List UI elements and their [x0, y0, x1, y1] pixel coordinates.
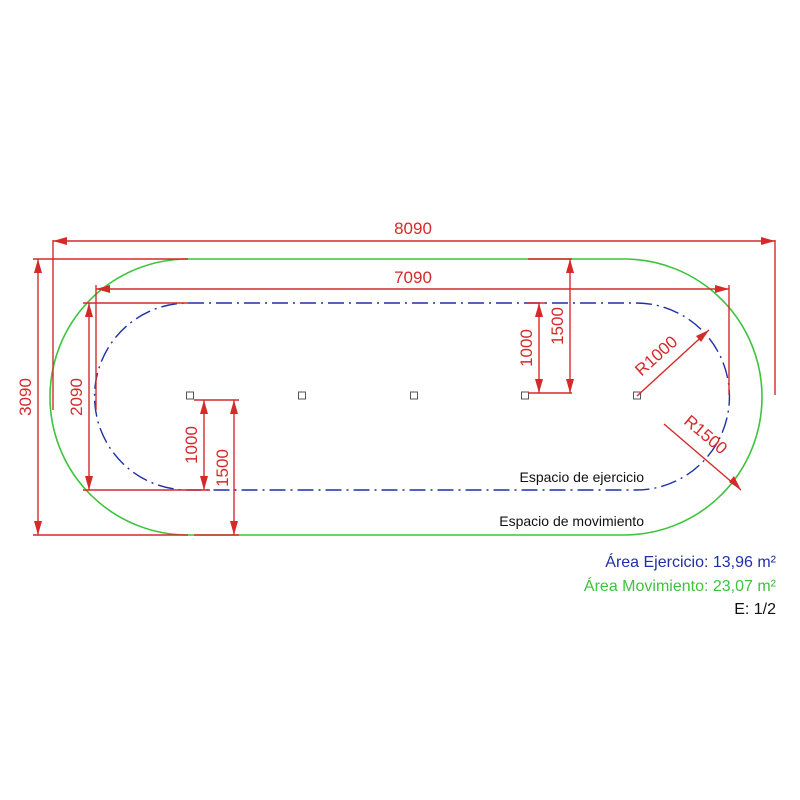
- dimension-inner-length: 7090: [95, 268, 730, 410]
- inner-length-value: 7090: [394, 268, 432, 287]
- dimension-radius-outer: R1500: [663, 411, 742, 491]
- top-offset-1500-value: 1500: [548, 307, 567, 345]
- inner-width-value: 2090: [67, 378, 86, 416]
- bottom-offset-1000-value: 1000: [182, 426, 201, 464]
- exercise-space-label: Espacio de ejercicio: [519, 469, 644, 485]
- radius-outer-value: R1500: [680, 411, 731, 458]
- dimension-top-offsets: 1000 1500: [517, 258, 574, 394]
- area-movement-legend: Área Movimiento: 23,07 m²: [583, 578, 776, 595]
- dimension-inner-width: 2090: [67, 302, 210, 491]
- dimension-bottom-offsets: 1000 1500: [182, 399, 239, 536]
- exercise-area-outline: [93, 302, 731, 491]
- dimension-overall-width: 3090: [16, 258, 188, 536]
- post-marker: [521, 391, 529, 400]
- scale-label: E: 1/2: [734, 601, 776, 618]
- radius-inner-value: R1000: [631, 332, 681, 380]
- dimension-overall-length: 8090: [52, 219, 776, 410]
- movement-space-label: Espacio de movimiento: [499, 513, 644, 529]
- bottom-offset-1500-value: 1500: [213, 449, 232, 487]
- area-exercise-legend: Área Ejercicio: 13,96 m²: [605, 554, 776, 571]
- dimension-radius-inner: R1000: [631, 329, 710, 397]
- post-marker: [298, 391, 306, 400]
- movement-area-outline: [49, 258, 763, 536]
- top-offset-1000-value: 1000: [517, 329, 536, 367]
- overall-length-value: 8090: [394, 219, 432, 238]
- post-marker: [186, 391, 194, 400]
- post-marker: [410, 391, 418, 400]
- overall-width-value: 3090: [16, 378, 35, 416]
